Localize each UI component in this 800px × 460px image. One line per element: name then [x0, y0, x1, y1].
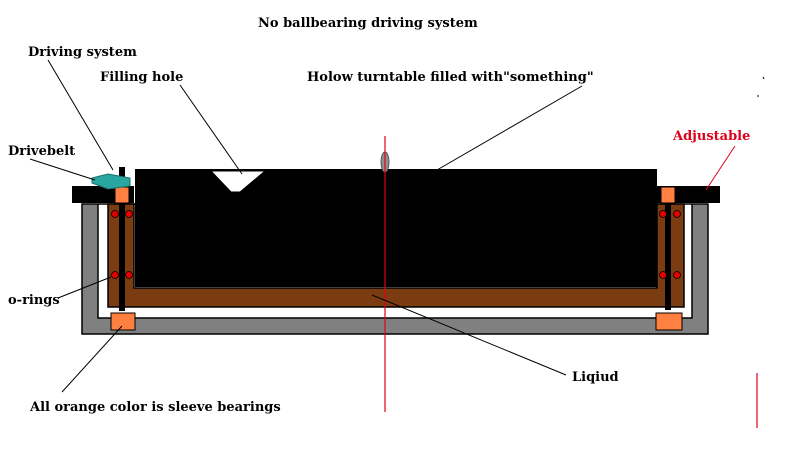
label-sleeve-bearings: All orange color is sleeve bearings [29, 400, 281, 415]
leader-sleeve-bearings [61, 325, 123, 393]
o-ring [673, 210, 681, 218]
leader-turntable [436, 85, 583, 171]
sleeve-bearing-bottom-left [110, 312, 136, 331]
label-turntable: Holow turntable filled with"something" [307, 70, 594, 85]
sleeve-bearing-top-left [114, 186, 130, 204]
o-rings [111, 210, 681, 279]
label-liquid: Liqiud [572, 370, 619, 385]
leader-adjustable [705, 145, 736, 191]
o-ring [659, 271, 667, 279]
leader-o-rings [57, 276, 112, 299]
o-ring [125, 210, 133, 218]
label-o-rings: o-rings [8, 293, 60, 308]
leader-lines [29, 59, 583, 393]
leader-filling-hole [179, 84, 243, 175]
turntable [135, 169, 657, 287]
diagram-title: No ballbearing driving system [258, 16, 478, 31]
label-adjustable: Adjustable [672, 129, 750, 144]
o-ring [673, 271, 681, 279]
sleeve-bearing-bottom-right [655, 312, 683, 331]
label-drivebelt: Drivebelt [8, 144, 75, 159]
o-ring [111, 210, 119, 218]
stray-mark [762, 76, 765, 80]
drivebelt [91, 173, 131, 190]
label-filling-hole: Filling hole [100, 70, 183, 85]
leader-liquid [371, 294, 567, 376]
leader-drivebelt [29, 158, 96, 181]
o-ring [659, 210, 667, 218]
filling-hole [209, 170, 267, 193]
o-ring [125, 271, 133, 279]
sleeve-bearing-top-right [660, 186, 676, 204]
drive-shaft-right [665, 186, 671, 310]
o-ring [111, 271, 119, 279]
label-driving-system: Driving system [28, 45, 137, 60]
leader-driving-system [47, 59, 114, 171]
drive-shaft-left [119, 167, 125, 311]
